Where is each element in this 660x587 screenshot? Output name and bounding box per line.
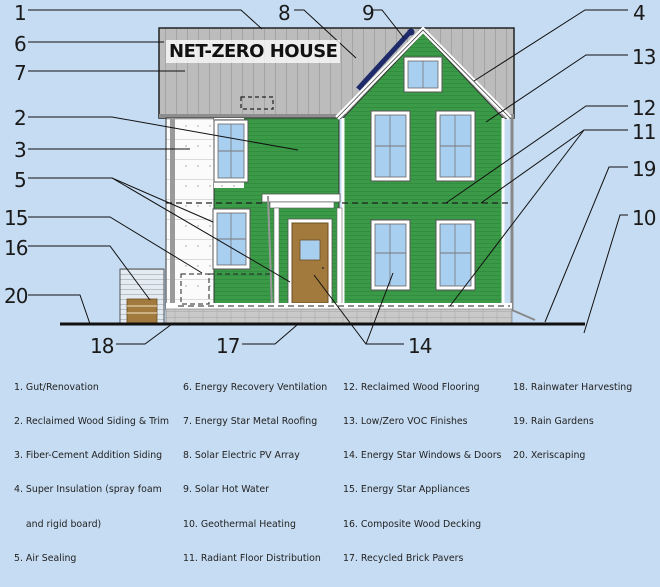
erv-unit — [240, 96, 274, 110]
appliance-outline — [180, 273, 210, 305]
callout-20: 20 — [4, 284, 28, 308]
callout-14: 14 — [408, 334, 432, 358]
callout-19: 19 — [632, 157, 656, 181]
callout-9: 9 — [362, 1, 375, 25]
legend-item: 9. Solar Hot Water — [183, 484, 269, 496]
legend-item: 16. Composite Wood Decking — [343, 518, 482, 530]
legend-item: 4. Super Insulation (spray foam — [14, 484, 162, 496]
legend-column-2: 6. Energy Recovery Ventilation 7. Energy… — [183, 359, 327, 587]
legend-item: 18. Rainwater Harvesting — [513, 381, 633, 393]
legend-item: and rigid board) — [14, 518, 102, 530]
legend-item: 12. Reclaimed Wood Flooring — [343, 381, 480, 393]
legend-item: 5. Air Sealing — [14, 552, 77, 564]
callout-7: 7 — [14, 61, 27, 85]
legend-item: 17. Recycled Brick Pavers — [343, 552, 464, 564]
callout-1: 1 — [14, 1, 27, 25]
legend-item: 7. Energy Star Metal Roofing — [183, 416, 318, 428]
legend: 1. Gut/Renovation 2. Reclaimed Wood Sidi… — [0, 357, 660, 564]
porch-roof — [261, 193, 341, 203]
composite-deck — [126, 298, 158, 324]
callout-4: 4 — [633, 1, 646, 25]
legend-item: 10. Geothermal Heating — [183, 518, 296, 530]
legend-item: 19. Rain Gardens — [513, 416, 594, 428]
callout-2: 2 — [14, 106, 27, 130]
callout-5: 5 — [14, 168, 27, 192]
legend-column-1: 1. Gut/Renovation 2. Reclaimed Wood Sidi… — [14, 359, 169, 587]
page-title: NET-ZERO HOUSE — [166, 40, 341, 63]
legend-item: 15. Energy Star Appliances — [343, 484, 470, 496]
callout-17: 17 — [216, 334, 240, 358]
legend-item: 20. Xeriscaping — [513, 450, 586, 462]
legend-column-4: 18. Rainwater Harvesting 19. Rain Garden… — [513, 359, 632, 484]
callout-11: 11 — [632, 120, 656, 144]
legend-item: 13. Low/Zero VOC Finishes — [343, 416, 468, 428]
front-door — [291, 222, 329, 304]
legend-item: 1. Gut/Renovation — [14, 381, 99, 393]
callout-10: 10 — [632, 206, 656, 230]
callout-18: 18 — [90, 334, 114, 358]
legend-item: 8. Solar Electric PV Array — [183, 450, 300, 462]
legend-item: 14. Energy Star Windows & Doors — [343, 450, 502, 462]
legend-item: 3. Fiber-Cement Addition Siding — [14, 450, 163, 462]
leader-lines — [28, 9, 628, 345]
callout-12: 12 — [632, 96, 656, 120]
callout-8: 8 — [278, 1, 291, 25]
legend-column-3: 12. Reclaimed Wood Flooring 13. Low/Zero… — [343, 359, 501, 587]
legend-item: 2. Reclaimed Wood Siding & Trim — [14, 416, 170, 428]
callout-6: 6 — [14, 32, 27, 56]
callout-13: 13 — [632, 45, 656, 69]
callout-16: 16 — [4, 236, 28, 260]
callout-15: 15 — [4, 206, 28, 230]
callout-3: 3 — [14, 138, 27, 162]
legend-item: 6. Energy Recovery Ventilation — [183, 381, 328, 393]
legend-item: 11. Radiant Floor Distribution — [183, 552, 321, 564]
house-illustration — [28, 9, 628, 345]
solar-panel — [356, 30, 412, 91]
